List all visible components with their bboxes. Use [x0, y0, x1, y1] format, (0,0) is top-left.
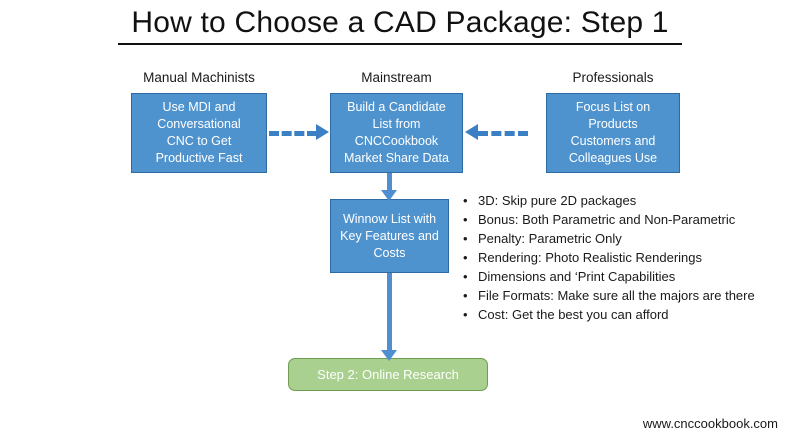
connector-dashed-left	[269, 131, 317, 136]
arrowhead-down-icon	[381, 350, 397, 361]
list-item-label: Cost: Get the best you can afford	[478, 307, 669, 322]
list-item: • 3D: Skip pure 2D packages	[462, 191, 792, 210]
list-item: • Cost: Get the best you can afford	[462, 305, 792, 324]
criteria-list: • 3D: Skip pure 2D packages • Bonus: Bot…	[462, 191, 792, 324]
list-item: • Bonus: Both Parametric and Non-Paramet…	[462, 210, 792, 229]
process-box-line: Market Share Data	[344, 151, 449, 165]
list-item-label: Rendering: Photo Realistic Renderings	[478, 250, 703, 265]
process-box-line: List from	[372, 117, 421, 131]
next-step-box[interactable]: Step 2: Online Research	[288, 358, 488, 391]
bullet-icon: •	[463, 250, 468, 265]
list-item: • File Formats: Make sure all the majors…	[462, 286, 792, 305]
list-item-label: Penalty: Parametric Only	[478, 231, 622, 246]
process-box-line: Build a Candidate	[347, 100, 446, 114]
process-box-line: Conversational	[157, 117, 241, 131]
process-box-line: Productive Fast	[155, 151, 243, 165]
process-box-line: Costs	[373, 245, 406, 260]
bullet-icon: •	[463, 269, 468, 284]
footer-url: www.cnccookbook.com	[642, 416, 778, 431]
arrowhead-right-icon	[316, 124, 329, 140]
page-title: How to Choose a CAD Package: Step 1	[131, 6, 669, 39]
arrowhead-down-icon	[381, 190, 397, 201]
list-item-label: 3D: Skip pure 2D packages	[478, 193, 637, 208]
list-item-label: Dimensions and ‘Print Capabilities	[478, 269, 676, 284]
process-box-manual-machinists[interactable]: Use MDI and Conversational CNC to Get Pr…	[131, 93, 267, 173]
title-underline	[118, 43, 682, 45]
list-item-label: File Formats: Make sure all the majors a…	[478, 288, 755, 303]
bullet-icon: •	[463, 288, 468, 303]
bullet-icon: •	[463, 231, 468, 246]
process-box-professionals[interactable]: Focus List on Products Customers and Col…	[546, 93, 680, 173]
connector-vertical-winnow-to-step2	[387, 273, 392, 352]
connector-vertical-mainstream-to-winnow	[387, 173, 392, 192]
process-box-line: Colleagues Use	[568, 151, 658, 165]
list-item: • Rendering: Photo Realistic Renderings	[462, 248, 792, 267]
process-box-line: CNC to Get	[166, 134, 232, 148]
process-box-line: Focus List on	[575, 100, 651, 114]
process-box-winnow-list[interactable]: Winnow List with Key Features and Costs	[330, 199, 449, 273]
process-box-line: Customers and	[570, 134, 656, 148]
column-caption-mainstream: Mainstream	[361, 70, 432, 85]
next-step-label: Step 2: Online Research	[317, 367, 459, 382]
list-item: • Penalty: Parametric Only	[462, 229, 792, 248]
connector-dashed-right	[478, 131, 528, 136]
process-box-line: CNCCookbook	[354, 134, 439, 148]
list-item-label: Bonus: Both Parametric and Non-Parametri…	[478, 212, 736, 227]
column-caption-professionals: Professionals	[572, 70, 654, 85]
process-box-line: Key Features and	[340, 228, 439, 243]
process-box-line: Products	[588, 117, 638, 131]
process-box-line: Use MDI and	[162, 100, 236, 114]
column-caption-manual-machinists: Manual Machinists	[143, 70, 255, 85]
list-item: • Dimensions and ‘Print Capabilities	[462, 267, 792, 286]
bullet-icon: •	[463, 193, 468, 208]
arrowhead-left-icon	[465, 124, 478, 140]
process-box-line: Winnow List with	[342, 211, 437, 226]
bullet-icon: •	[463, 307, 468, 322]
bullet-icon: •	[463, 212, 468, 227]
process-box-mainstream[interactable]: Build a Candidate List from CNCCookbook …	[330, 93, 463, 173]
